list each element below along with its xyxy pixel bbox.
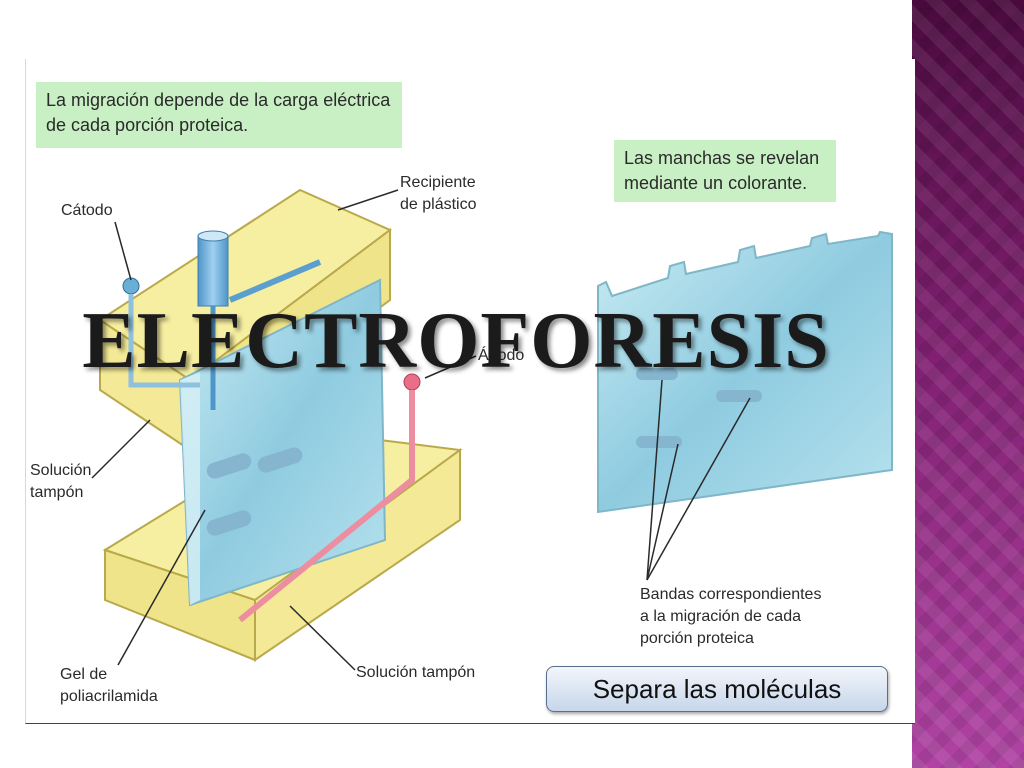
bands-label: Bandas correspondientes a la migración d…: [640, 586, 822, 647]
buffer-bottom-label: Solución tampón: [356, 664, 476, 681]
cathode-tube: [122, 230, 322, 410]
anode-tube: [238, 373, 421, 623]
gel-bands-left: [206, 447, 303, 536]
migration-note: La migración depende de la carga eléctri…: [36, 82, 402, 148]
cathode-label: Cátodo: [61, 202, 113, 219]
decorative-side-band: [912, 0, 1024, 768]
anode-label: Ánodo: [478, 347, 525, 364]
leader-lines: [91, 189, 751, 671]
separate-molecules-button[interactable]: Separa las moléculas: [546, 666, 888, 712]
container-label: Recipiente de plástico: [400, 174, 477, 213]
buffer-left-label: Solución tampón: [30, 462, 92, 501]
stain-note: Las manchas se revelan mediante un color…: [614, 140, 836, 202]
electrophoresis-diagram: [91, 188, 893, 671]
stained-gel-sheet: [597, 230, 893, 514]
gel-label: Gel de poliacrilamida: [60, 666, 158, 705]
slide-title: ELECTROFORESIS: [82, 297, 830, 385]
